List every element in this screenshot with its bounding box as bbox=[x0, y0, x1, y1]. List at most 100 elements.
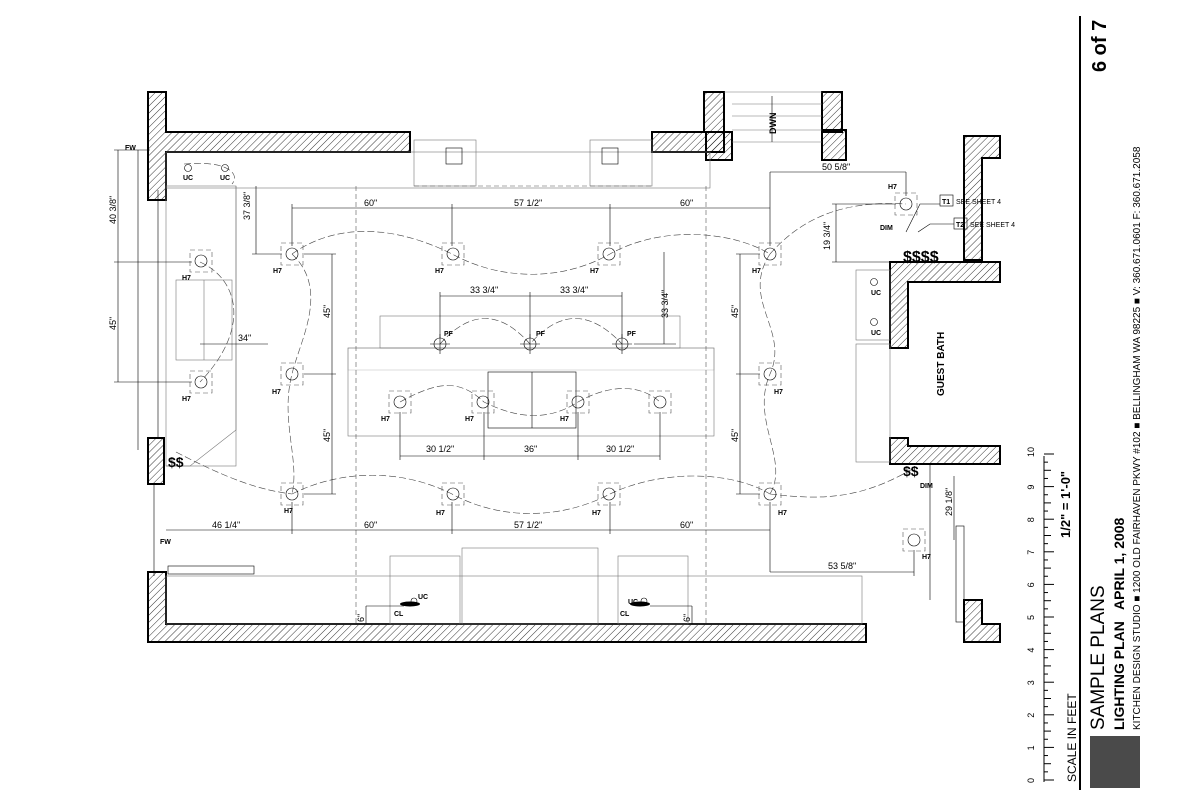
pf-fixture: PF bbox=[430, 331, 454, 354]
svg-text:UC: UC bbox=[871, 290, 881, 297]
plan-date: APRIL 1, 2008 bbox=[1111, 517, 1127, 610]
h7-fixture: H7 bbox=[273, 242, 304, 275]
title-block-swatch bbox=[1090, 736, 1140, 788]
svg-text:T2: T2 bbox=[956, 222, 964, 229]
switch-cluster-left: $$ bbox=[168, 454, 184, 470]
svg-text:H7: H7 bbox=[752, 268, 761, 275]
svg-text:45": 45" bbox=[108, 317, 118, 330]
svg-text:19 3/4": 19 3/4" bbox=[822, 222, 832, 250]
scale-number: 2 bbox=[1026, 713, 1036, 718]
svg-text:60": 60" bbox=[364, 198, 377, 208]
svg-text:30 1/2": 30 1/2" bbox=[426, 444, 454, 454]
firm-line: KITCHEN DESIGN STUDIO ■ 1200 OLD FAIRHAV… bbox=[1132, 146, 1143, 730]
scale-text: 1/2" = 1'-0" bbox=[1058, 471, 1073, 538]
h7-fixture: H7 bbox=[590, 242, 621, 275]
svg-text:H7: H7 bbox=[273, 268, 282, 275]
h7-fixture: H7 bbox=[758, 362, 783, 396]
svg-text:60": 60" bbox=[364, 520, 377, 530]
svg-text:PF: PF bbox=[627, 331, 637, 338]
cl-fixture-right: UC CL bbox=[620, 597, 650, 618]
plan-title: SAMPLE PLANS bbox=[1088, 585, 1109, 730]
pf-fixture: PF bbox=[520, 331, 546, 354]
h7-fixture: H7 bbox=[902, 528, 931, 561]
dimension-labels: 60" 57 1/2" 60" 46 1/4" 60" 57 1/2" 60" … bbox=[108, 162, 954, 622]
svg-text:H7: H7 bbox=[888, 184, 897, 191]
h7-fixture: H7 bbox=[280, 482, 304, 515]
h7-fixture: H7 bbox=[381, 390, 412, 423]
scale-number: 9 bbox=[1026, 485, 1036, 490]
h7-fixture: H7 bbox=[435, 242, 465, 275]
uc-fixture: UC bbox=[870, 318, 881, 337]
svg-text:37 3/8": 37 3/8" bbox=[242, 192, 252, 220]
svg-text:H7: H7 bbox=[590, 268, 599, 275]
pendant-fixtures: PF PF PF bbox=[430, 331, 637, 354]
h7-fixture: H7 bbox=[560, 390, 590, 423]
svg-text:H7: H7 bbox=[560, 416, 569, 423]
h7-fixture: H7 bbox=[888, 184, 918, 216]
svg-text:H7: H7 bbox=[774, 389, 783, 396]
scale-number: 8 bbox=[1026, 517, 1036, 522]
svg-text:57 1/2": 57 1/2" bbox=[514, 198, 542, 208]
uc-fixture: UC bbox=[183, 164, 193, 182]
svg-text:6": 6" bbox=[682, 614, 692, 622]
svg-text:SEE SHEET 4: SEE SHEET 4 bbox=[956, 199, 1001, 206]
svg-text:40 3/8": 40 3/8" bbox=[108, 196, 118, 224]
svg-text:36": 36" bbox=[524, 444, 537, 454]
scale-number: 0 bbox=[1026, 778, 1036, 783]
svg-text:46 1/4": 46 1/4" bbox=[212, 520, 240, 530]
plan-subtitle: LIGHTING PLAN bbox=[1111, 621, 1127, 730]
switch-cluster-2: $$ bbox=[903, 463, 919, 479]
svg-text:DIM: DIM bbox=[880, 225, 893, 232]
svg-text:UC: UC bbox=[871, 330, 881, 337]
svg-text:34": 34" bbox=[238, 333, 251, 343]
svg-text:UC: UC bbox=[628, 599, 638, 606]
uc-fixture: UC bbox=[870, 278, 881, 297]
scale-number: 6 bbox=[1026, 582, 1036, 587]
svg-text:H7: H7 bbox=[592, 510, 601, 517]
h7-fixture: H7 bbox=[182, 249, 213, 282]
switches: $$$$ $$ $$ DIM DIM FW FW bbox=[125, 145, 954, 546]
svg-text:H7: H7 bbox=[436, 510, 445, 517]
svg-text:H7: H7 bbox=[778, 510, 787, 517]
svg-text:SEE SHEET 4: SEE SHEET 4 bbox=[970, 222, 1015, 229]
h7-fixture: H7 bbox=[436, 482, 465, 517]
title-block: 6 of 7 SAMPLE PLANS LIGHTING PLAN APRIL … bbox=[1058, 16, 1143, 790]
svg-text:T1: T1 bbox=[942, 199, 950, 206]
svg-text:CL: CL bbox=[394, 611, 404, 618]
svg-text:FW: FW bbox=[125, 145, 136, 152]
svg-text:45": 45" bbox=[730, 305, 740, 318]
svg-text:29 1/8": 29 1/8" bbox=[944, 488, 954, 516]
scale-number: 5 bbox=[1026, 615, 1036, 620]
svg-text:UC: UC bbox=[220, 175, 230, 182]
h7-fixture bbox=[648, 390, 672, 414]
h7-fixture: H7 bbox=[182, 370, 213, 403]
svg-text:PF: PF bbox=[444, 331, 454, 338]
svg-text:FW: FW bbox=[160, 539, 171, 546]
svg-text:33 3/4": 33 3/4" bbox=[660, 290, 670, 318]
scale-number: 3 bbox=[1026, 680, 1036, 685]
scale-number: 1 bbox=[1026, 745, 1036, 750]
sheet-refs: T1 SEE SHEET 4 T2 SEE SHEET 4 bbox=[939, 194, 1015, 230]
scale-caption: SCALE IN FEET bbox=[1065, 693, 1079, 782]
svg-text:45": 45" bbox=[322, 305, 332, 318]
svg-text:H7: H7 bbox=[381, 416, 390, 423]
svg-text:6": 6" bbox=[356, 614, 366, 622]
walls bbox=[147, 91, 1001, 643]
svg-text:30 1/2": 30 1/2" bbox=[606, 444, 634, 454]
svg-text:33 3/4": 33 3/4" bbox=[560, 285, 588, 295]
h7-fixtures: H7 H7 H7 H7 H7 H7 H7 H7 H7 H7 H7 H7 H7 H… bbox=[182, 184, 931, 561]
svg-text:60": 60" bbox=[680, 520, 693, 530]
svg-text:H7: H7 bbox=[182, 396, 191, 403]
svg-text:DIM: DIM bbox=[920, 483, 933, 490]
scale-number: 4 bbox=[1026, 648, 1036, 653]
pf-fixture: PF bbox=[612, 331, 637, 354]
svg-text:45": 45" bbox=[322, 429, 332, 442]
svg-text:H7: H7 bbox=[284, 508, 293, 515]
svg-text:CL: CL bbox=[620, 611, 630, 618]
scale-number: 7 bbox=[1026, 550, 1036, 555]
